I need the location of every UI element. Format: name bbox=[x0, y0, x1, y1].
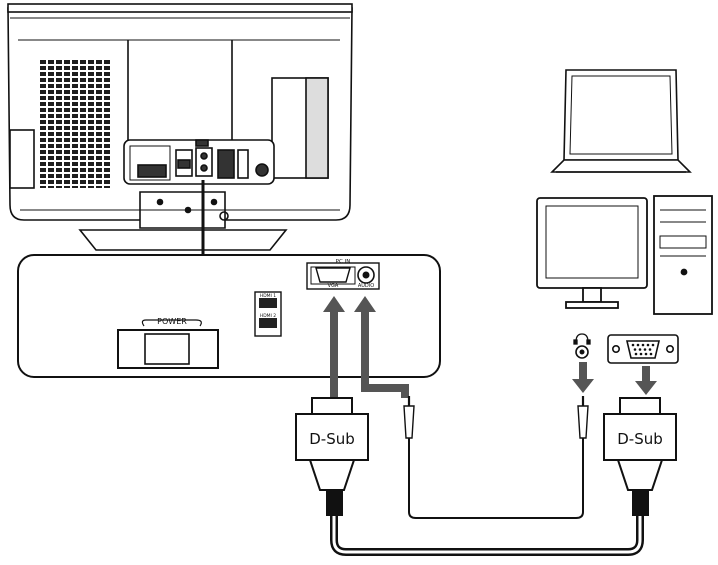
dsub-connector-right bbox=[603, 397, 677, 491]
dsub-connector-left bbox=[295, 397, 369, 491]
dsub-label-left: D-Sub bbox=[309, 430, 355, 448]
arrow-up-audio bbox=[354, 296, 409, 398]
vga-label: VGA bbox=[328, 283, 339, 289]
hdmi1-label: HDMI 1 bbox=[260, 293, 276, 299]
tv-input-panel bbox=[17, 254, 441, 378]
vga-port-icon[interactable] bbox=[607, 334, 679, 364]
monitor-icon bbox=[536, 197, 648, 309]
audio-cable bbox=[403, 396, 589, 519]
headphone-symbol-icon bbox=[573, 333, 591, 345]
audio-jack-icon[interactable] bbox=[575, 345, 589, 359]
desktop-tower-icon bbox=[653, 195, 713, 315]
vga-port[interactable] bbox=[310, 266, 356, 285]
arrow-up-vga bbox=[323, 296, 345, 398]
arrow-down-vga bbox=[635, 366, 657, 395]
tv-back-icon bbox=[7, 3, 353, 255]
audio-label: AUDIO bbox=[358, 283, 374, 289]
laptop-icon bbox=[550, 69, 692, 173]
audio-port[interactable] bbox=[357, 266, 375, 284]
power-label: POWER bbox=[157, 317, 187, 326]
dsub-label-right: D-Sub bbox=[617, 430, 663, 448]
speaker-grille-left bbox=[40, 60, 112, 188]
hdmi1-port bbox=[259, 298, 277, 308]
vga-cable bbox=[326, 488, 649, 556]
hdmi2-label: HDMI 2 bbox=[260, 313, 276, 319]
hdmi2-port bbox=[259, 318, 277, 328]
arrow-down-audio bbox=[572, 362, 594, 393]
pc-in-label: PC IN bbox=[336, 259, 351, 265]
